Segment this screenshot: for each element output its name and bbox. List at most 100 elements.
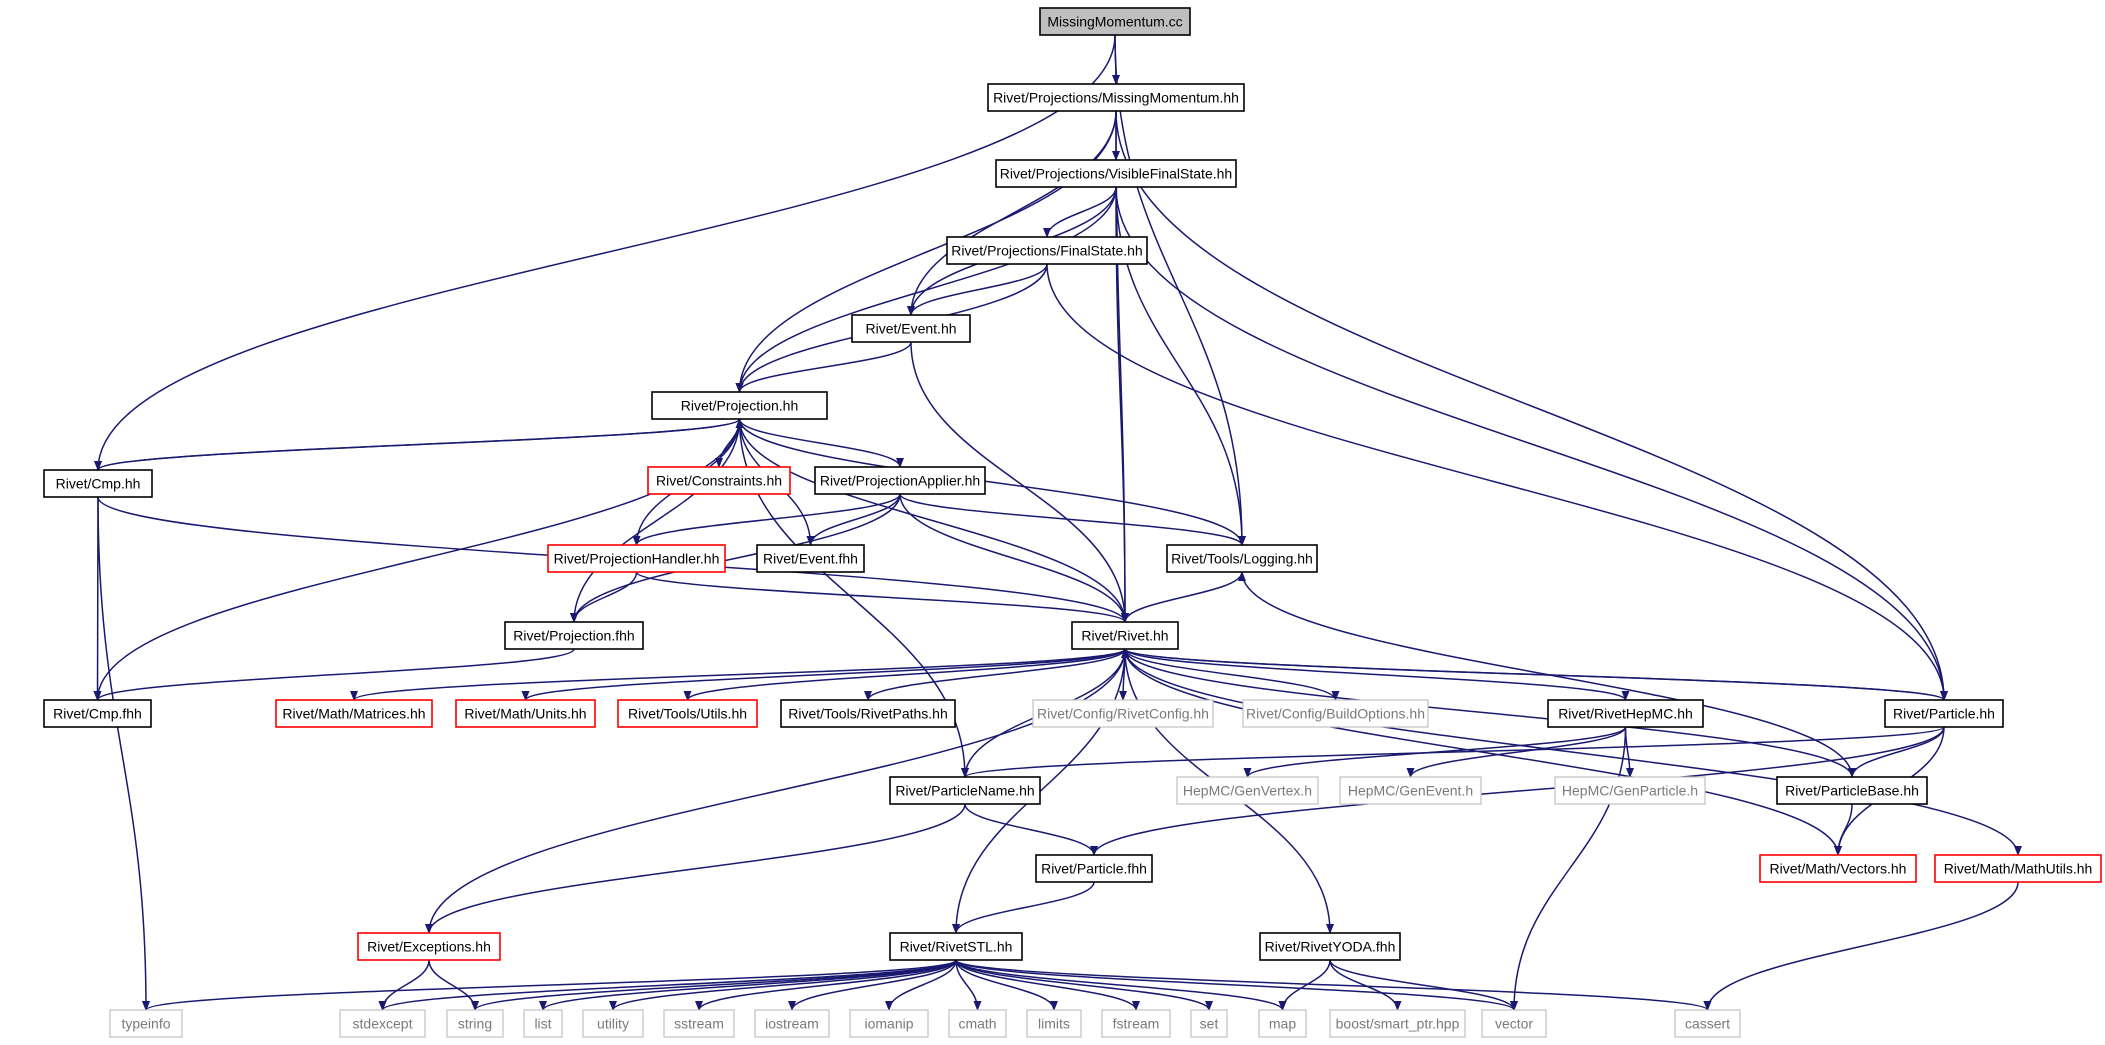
node-box-buildoptions	[1242, 699, 1429, 728]
node-box-particle	[1884, 699, 2004, 728]
node-label-vectors: Rivet/Math/Vectors.hh	[1770, 861, 1907, 877]
node-typeinfo[interactable]: typeinfo	[109, 1009, 183, 1038]
node-label-logging: Rivet/Tools/Logging.hh	[1171, 551, 1313, 567]
node-stdexcept[interactable]: stdexcept	[339, 1009, 426, 1038]
node-string[interactable]: string	[446, 1009, 504, 1038]
node-cassert[interactable]: cassert	[1674, 1009, 1741, 1038]
node-cmp[interactable]: Rivet/Cmp.hh	[43, 469, 153, 498]
node-box-smartptr	[1329, 1009, 1466, 1038]
edge-projapp-to-eventfhh	[806, 493, 901, 546]
node-rivet[interactable]: Rivet/Rivet.hh	[1071, 621, 1179, 650]
node-units[interactable]: Rivet/Math/Units.hh	[455, 699, 596, 728]
node-utils[interactable]: Rivet/Tools/Utils.hh	[617, 699, 758, 728]
node-box-typeinfo	[109, 1009, 183, 1038]
node-label-units: Rivet/Math/Units.hh	[464, 706, 586, 722]
edge-particle-to-particlename	[961, 726, 1945, 778]
node-label-stdexcept: stdexcept	[353, 1016, 413, 1032]
node-box-projfhh	[504, 621, 644, 650]
node-mathutils[interactable]: Rivet/Math/MathUtils.hh	[1934, 854, 2102, 883]
edge-event-to-proj	[735, 341, 912, 393]
node-rivethepmc[interactable]: Rivet/RivetHepMC.hh	[1547, 699, 1704, 728]
node-map[interactable]: map	[1258, 1009, 1307, 1038]
edge-rivet-to-vectors	[1124, 648, 1842, 856]
edge-particlename-to-exceptions	[425, 803, 966, 934]
node-particlebase[interactable]: Rivet/ParticleBase.hh	[1776, 776, 1928, 805]
node-label-limits: limits	[1038, 1016, 1070, 1032]
node-iomanip[interactable]: iomanip	[849, 1009, 929, 1038]
node-box-matrices	[275, 699, 433, 728]
node-box-proj	[651, 391, 828, 420]
node-rivetconfig[interactable]: Rivet/Config/RivetConfig.hh	[1032, 699, 1214, 728]
node-list[interactable]: list	[523, 1009, 563, 1038]
edge-mm-to-proj	[735, 110, 1117, 393]
node-box-root	[1039, 7, 1191, 36]
node-fstream[interactable]: fstream	[1101, 1009, 1171, 1038]
node-box-sstream	[663, 1009, 735, 1038]
node-cmath[interactable]: cmath	[948, 1009, 1007, 1038]
node-box-rivet	[1071, 621, 1179, 650]
node-smartptr[interactable]: boost/smart_ptr.hpp	[1329, 1009, 1466, 1038]
edge-cmp-to-proj	[97, 418, 744, 471]
node-rivetpaths[interactable]: Rivet/Tools/RivetPaths.hh	[780, 699, 956, 728]
node-proj[interactable]: Rivet/Projection.hh	[651, 391, 828, 420]
node-particlename[interactable]: Rivet/ParticleName.hh	[889, 776, 1041, 805]
node-projapp[interactable]: Rivet/ProjectionApplier.hh	[814, 466, 986, 495]
node-label-matrices: Rivet/Math/Matrices.hh	[282, 706, 425, 722]
node-label-iostream: iostream	[765, 1016, 819, 1032]
node-label-cmpfhh: Rivet/Cmp.fhh	[53, 706, 142, 722]
node-genvertex[interactable]: HepMC/GenVertex.h	[1176, 776, 1319, 805]
edge-rivetstl-to-iomanip	[885, 959, 957, 1011]
node-rivetyoda[interactable]: Rivet/RivetYODA.fhh	[1259, 932, 1401, 961]
node-label-iomanip: iomanip	[864, 1016, 913, 1032]
node-genparticle[interactable]: HepMC/GenParticle.h	[1554, 776, 1706, 805]
node-box-genevent	[1339, 776, 1482, 805]
node-set[interactable]: set	[1190, 1009, 1228, 1038]
edge-rivetstl-to-map	[955, 959, 1287, 1011]
node-genevent[interactable]: HepMC/GenEvent.h	[1339, 776, 1482, 805]
node-box-utility	[582, 1009, 644, 1038]
edge-rivetyoda-to-smartptr	[1329, 959, 1402, 1011]
node-box-vfs	[995, 159, 1237, 188]
node-projfhh[interactable]: Rivet/Projection.fhh	[504, 621, 644, 650]
node-label-buildoptions: Rivet/Config/BuildOptions.hh	[1246, 706, 1425, 722]
node-root[interactable]: MissingMomentum.cc	[1039, 7, 1191, 36]
node-label-sstream: sstream	[674, 1016, 724, 1032]
node-vfs[interactable]: Rivet/Projections/VisibleFinalState.hh	[995, 159, 1237, 188]
node-iostream[interactable]: iostream	[754, 1009, 830, 1038]
node-vectors[interactable]: Rivet/Math/Vectors.hh	[1759, 854, 1917, 883]
edge-particle-to-rivet	[1121, 648, 1945, 701]
edge-rivethepmc-to-genparticle	[1624, 726, 1634, 778]
node-logging[interactable]: Rivet/Tools/Logging.hh	[1166, 544, 1318, 573]
node-constraints[interactable]: Rivet/Constraints.hh	[647, 466, 791, 495]
node-projhandler[interactable]: Rivet/ProjectionHandler.hh	[547, 544, 726, 573]
node-eventfhh[interactable]: Rivet/Event.fhh	[756, 544, 865, 573]
edge-rivet-to-matrices	[350, 648, 1126, 701]
node-fs[interactable]: Rivet/Projections/FinalState.hh	[946, 236, 1148, 265]
node-label-string: string	[458, 1016, 492, 1032]
node-box-particlefhh	[1035, 854, 1153, 883]
node-box-eventfhh	[756, 544, 865, 573]
node-box-projapp	[814, 466, 986, 495]
node-exceptions[interactable]: Rivet/Exceptions.hh	[357, 932, 501, 961]
node-rivetstl[interactable]: Rivet/RivetSTL.hh	[889, 932, 1023, 961]
node-label-rivet: Rivet/Rivet.hh	[1081, 628, 1168, 644]
nodes-layer: MissingMomentum.ccRivet/Projections/Miss…	[43, 7, 2102, 1038]
node-event[interactable]: Rivet/Event.hh	[851, 314, 971, 343]
node-label-vfs: Rivet/Projections/VisibleFinalState.hh	[1000, 166, 1232, 182]
edge-rivet-to-units	[521, 648, 1126, 701]
node-label-exceptions: Rivet/Exceptions.hh	[367, 939, 491, 955]
edge-rivetstl-to-fstream	[955, 959, 1140, 1011]
edge-rivethepmc-to-genevent	[1406, 726, 1627, 778]
node-particlefhh[interactable]: Rivet/Particle.fhh	[1035, 854, 1153, 883]
node-buildoptions[interactable]: Rivet/Config/BuildOptions.hh	[1242, 699, 1429, 728]
node-vector[interactable]: vector	[1481, 1009, 1547, 1038]
node-sstream[interactable]: sstream	[663, 1009, 735, 1038]
node-box-limits	[1026, 1009, 1082, 1038]
node-particle[interactable]: Rivet/Particle.hh	[1884, 699, 2004, 728]
node-matrices[interactable]: Rivet/Math/Matrices.hh	[275, 699, 433, 728]
edge-rivetstl-to-utility	[609, 959, 957, 1011]
node-utility[interactable]: utility	[582, 1009, 644, 1038]
node-cmpfhh[interactable]: Rivet/Cmp.fhh	[43, 699, 152, 728]
node-limits[interactable]: limits	[1026, 1009, 1082, 1038]
node-mm[interactable]: Rivet/Projections/MissingMomentum.hh	[987, 83, 1245, 112]
